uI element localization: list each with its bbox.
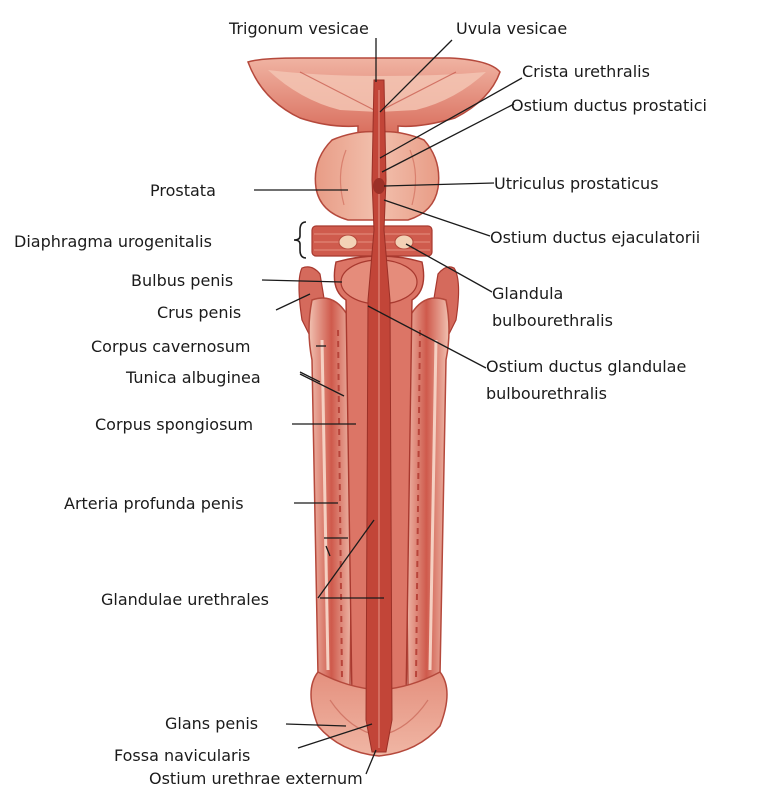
label-bulbus-penis: Bulbus penis <box>131 271 233 290</box>
label-diaphragma-urogenitalis: Diaphragma urogenitalis <box>14 232 212 251</box>
label-glandulae-urethrales: Glandulae urethrales <box>101 590 269 609</box>
label-ostium-ductus-glandulae-line1: Ostium ductus glandulae <box>486 357 686 376</box>
label-corpus-spongiosum: Corpus spongiosum <box>95 415 253 434</box>
label-crus-penis: Crus penis <box>157 303 241 322</box>
label-corpus-cavernosum: Corpus cavernosum <box>91 337 250 356</box>
label-glans-penis: Glans penis <box>165 714 258 733</box>
label-arteria-profunda-penis: Arteria profunda penis <box>64 494 244 513</box>
label-prostata: Prostata <box>150 181 216 200</box>
label-ostium-ductus-ejaculatorii: Ostium ductus ejaculatorii <box>490 228 700 247</box>
label-trigonum-vesicae: Trigonum vesicae <box>229 19 369 38</box>
label-glandula-bulbourethralis-line1: Glandula <box>492 284 563 303</box>
label-tunica-albuginea: Tunica albuginea <box>126 368 261 387</box>
utriculus-shape <box>373 178 385 194</box>
label-crista-urethralis: Crista urethralis <box>522 62 650 81</box>
label-utriculus-prostaticus: Utriculus prostaticus <box>494 174 659 193</box>
label-uvula-vesicae: Uvula vesicae <box>456 19 567 38</box>
label-ostium-ductus-prostatici: Ostium ductus prostatici <box>511 96 707 115</box>
label-fossa-navicularis: Fossa navicularis <box>114 746 250 765</box>
brace-icon <box>294 222 306 258</box>
label-glandula-bulbourethralis-line2: bulbourethralis <box>492 311 613 330</box>
label-ostium-urethrae-externum: Ostium urethrae externum <box>149 769 363 788</box>
label-ostium-ductus-glandulae-line2: bulbourethralis <box>486 384 607 403</box>
